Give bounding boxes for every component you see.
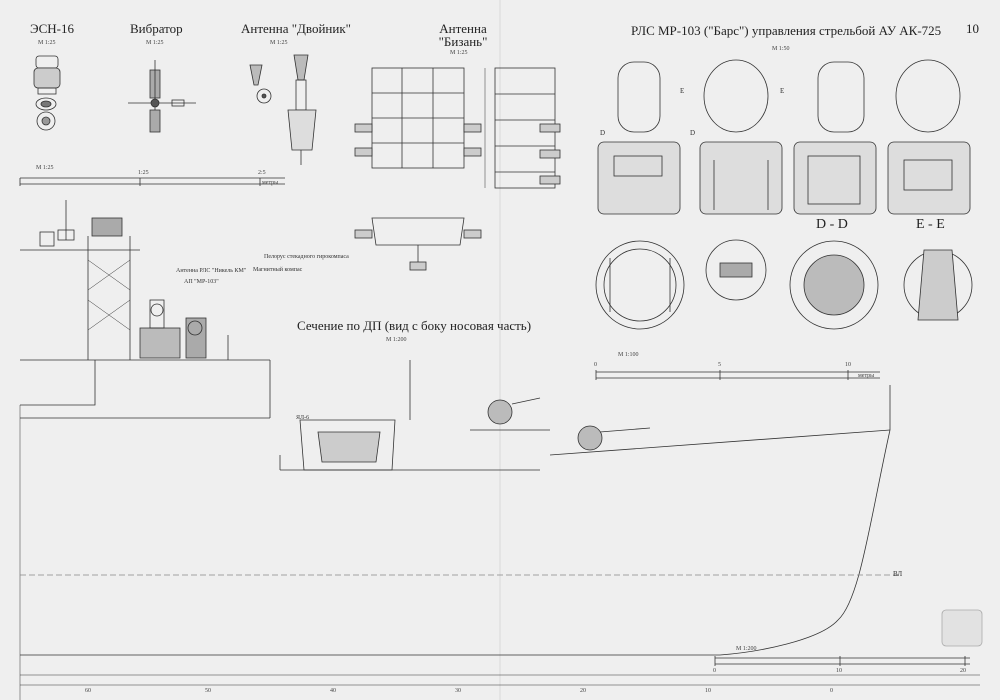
rls-scale-bar [595, 370, 880, 380]
label-e-right: E [780, 87, 785, 95]
mast-drawing [20, 200, 270, 361]
scale-bottom: М 1:200 [736, 646, 757, 652]
antenna-bizan-front [354, 67, 482, 271]
frame-60: 60 [85, 688, 91, 694]
bottom-scale-bar [714, 656, 970, 666]
annot-pelorus: Пелорус стекадного гирокомпаса [264, 254, 349, 260]
rls-views [597, 59, 971, 215]
sac-emblem [941, 609, 983, 647]
title-rls: РЛС МР-103 ("Барс") управления стрельбой… [631, 23, 942, 38]
esn16-drawing [33, 55, 61, 131]
rls-tick-5: 5 [718, 362, 721, 368]
scale-rls: М 1:50 [772, 46, 790, 52]
annot-vl: ВЛ [893, 570, 903, 578]
label-e-left: E [680, 87, 685, 95]
rls-tick-0: 0 [594, 362, 597, 368]
page-number: 10 [966, 21, 979, 36]
label-d-right: D [690, 129, 696, 137]
top-scale-bar [19, 177, 285, 186]
section-ee: E - E [916, 217, 945, 232]
annot-ap-mr103: АП "МР-103" [184, 279, 219, 285]
title-vibrator: Вибратор [130, 21, 183, 36]
vibrator-drawing [128, 60, 196, 133]
title-section: Сечение по ДП (вид с боку носовая часть) [297, 318, 532, 333]
antenna-dvoinik-drawing [249, 54, 317, 165]
bottom-tick-10: 10 [836, 668, 842, 674]
scale-vibrator: М 1:25 [146, 40, 164, 46]
scale-esn: М 1:25 [38, 40, 56, 46]
scale-dvoinik: М 1:25 [270, 40, 288, 46]
scale-bizan: М 1:25 [450, 50, 468, 56]
rls-unit: метры [858, 373, 875, 379]
frame-40: 40 [330, 688, 336, 694]
frame-10: 10 [705, 688, 711, 694]
annot-antenna-rls: Антенна РЛС "Никель КМ" [176, 268, 247, 274]
frame-20: 20 [580, 688, 586, 694]
label-d-left: D [600, 129, 606, 137]
title-esn16: ЭСН-16 [30, 21, 74, 36]
title-antenna-dvoinik: Антенна "Двойник" [241, 21, 351, 36]
title-antenna-bizan-2: "Бизань" [438, 34, 488, 49]
hull-section [19, 360, 980, 700]
frame-50: 50 [205, 688, 211, 694]
annot-magnetic: Магнитный компас [253, 267, 303, 273]
bottom-tick-0: 0 [713, 668, 716, 674]
top-unit: метры [262, 180, 279, 186]
annot-yal: ЯЛ-6 [296, 415, 310, 421]
scale-section: М 1:200 [386, 337, 407, 343]
top-scale-left: М 1:25 [36, 165, 54, 171]
antenna-bizan-side [484, 67, 561, 189]
rls-sections [595, 239, 973, 330]
top-tick-1: 1:25 [138, 170, 149, 176]
rls-tick-10: 10 [845, 362, 851, 368]
frame-0: 0 [830, 688, 833, 694]
title-antenna-bizan-1: Антенна [439, 21, 487, 36]
top-tick-2: 2:5 [258, 170, 266, 176]
section-dd: D - D [816, 217, 848, 232]
scale-rls-sections: М 1:100 [618, 352, 639, 358]
bottom-tick-20: 20 [960, 668, 966, 674]
frame-30: 30 [455, 688, 461, 694]
